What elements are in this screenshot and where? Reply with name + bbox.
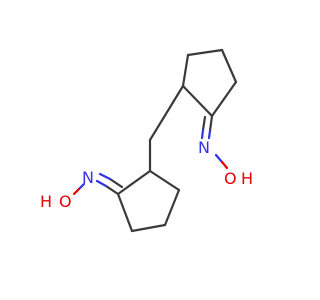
bond-upper-ring-3 bbox=[220, 48, 238, 84]
bond-lower-ring-1 bbox=[148, 169, 181, 192]
bond-upper-cn-b bbox=[201, 115, 207, 132]
upper-oxygen-label: O bbox=[224, 169, 237, 188]
upper-cyclopentane-ring bbox=[181, 48, 238, 118]
bond-lower-cn-b bbox=[108, 177, 124, 189]
bond-upper-cn-a-n bbox=[207, 129, 212, 140]
bond-upper-ring-2 bbox=[186, 48, 224, 57]
bond-bridge-upper bbox=[148, 84, 185, 142]
bond-lower-ring-2 bbox=[163, 188, 181, 227]
chemical-structure: N O H N O H bbox=[40, 48, 254, 233]
bond-lower-ring-5 bbox=[116, 169, 152, 196]
bond-lower-ring-3 bbox=[130, 223, 167, 233]
lower-hydrogen-label: H bbox=[40, 192, 52, 211]
bond-upper-no-o bbox=[220, 160, 229, 170]
bond-upper-no-n bbox=[214, 153, 224, 164]
lower-oxime-group: N O H bbox=[40, 168, 124, 211]
bond-upper-ring-1 bbox=[181, 53, 190, 88]
bond-lower-cn-a bbox=[104, 184, 120, 196]
lower-nitrogen-label: N bbox=[82, 168, 94, 187]
bond-lower-no-n bbox=[77, 182, 86, 191]
upper-hydrogen-label: H bbox=[241, 169, 253, 188]
bond-upper-ring-4 bbox=[210, 80, 238, 118]
bond-upper-cn-b-n bbox=[200, 128, 205, 140]
lower-oxygen-label: O bbox=[59, 192, 72, 211]
bond-upper-cn-a bbox=[208, 114, 214, 133]
bond-lower-ring-4 bbox=[116, 192, 134, 233]
bond-lower-cn-a-n bbox=[95, 179, 108, 188]
lower-cyclopentane-ring bbox=[116, 169, 181, 233]
bond-upper-ring-5 bbox=[181, 84, 214, 118]
upper-nitrogen-label: N bbox=[198, 138, 210, 157]
bond-lower-cn-b-n bbox=[98, 172, 112, 181]
methylene-bridge bbox=[148, 84, 185, 173]
upper-oxime-group: N O H bbox=[198, 114, 253, 188]
bond-lower-no-o bbox=[72, 187, 81, 196]
